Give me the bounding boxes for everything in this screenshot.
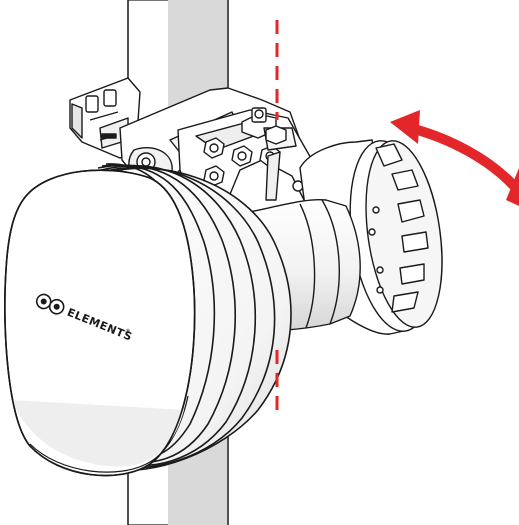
top-bolt [241,107,297,151]
antenna-dish [4,163,292,477]
arrow-head-right-icon [506,168,519,206]
brand-registered-mark: ® [123,327,131,336]
rotation-arrow [390,110,519,206]
grip-ridges [375,143,429,313]
arrow-head-left-icon [390,110,420,144]
mounting-bracket [177,107,321,205]
